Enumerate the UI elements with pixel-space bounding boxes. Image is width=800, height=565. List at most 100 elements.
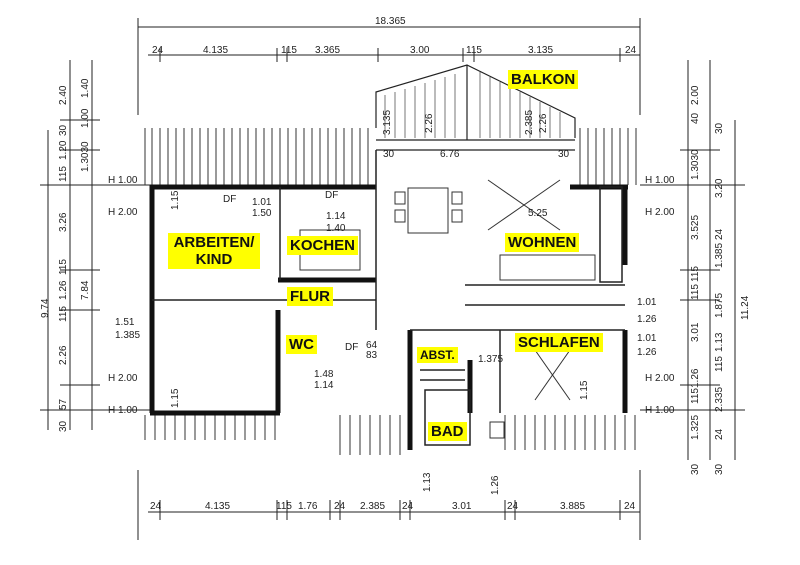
dim-right-5: 3.525 xyxy=(690,215,701,240)
room-label-arbeiten-kind: ARBEITEN/ KIND xyxy=(168,233,260,269)
inner-dim-24: 3.135 xyxy=(382,110,393,135)
dim-top-7: 24 xyxy=(625,45,637,56)
dim-left-7: 3.26 xyxy=(58,212,69,232)
dim-right-14: 1.26 xyxy=(690,368,701,388)
furniture xyxy=(299,179,596,439)
height-h100-right-bottom: H 1.00 xyxy=(645,405,675,416)
dim-right-19: 30 xyxy=(690,463,701,475)
dim-left-14: 30 xyxy=(58,420,69,432)
dim-right-outer: 11.24 xyxy=(740,295,751,320)
dim-right-11: 115 xyxy=(690,284,701,300)
dim-left-9: 1.26 xyxy=(58,280,69,300)
dim-right-20: 30 xyxy=(714,463,725,475)
dim-bottom-4: 24 xyxy=(334,501,346,512)
left-dimensions xyxy=(40,60,150,430)
inner-dim-3: 1.40 xyxy=(326,223,346,234)
roof-hatching-top xyxy=(144,128,637,185)
dim-bottom-7: 3.01 xyxy=(452,501,472,512)
height-h200-left-top: H 2.00 xyxy=(108,207,138,218)
dim-left-11: 2.26 xyxy=(58,345,69,365)
inner-dim-25: 2.26 xyxy=(424,113,435,133)
dim-total-width: 18.365 xyxy=(375,16,406,27)
dim-right-16: 115 xyxy=(690,388,701,404)
dim-right-6: 24 xyxy=(714,228,725,240)
roof-hatching-bottom xyxy=(144,415,636,455)
dim-left-outer: 9.74 xyxy=(40,298,51,318)
dim-bottom-0: 24 xyxy=(150,501,162,512)
dim-bottom-1: 4.135 xyxy=(205,501,230,512)
inner-dim-17: 1.01 xyxy=(637,297,657,308)
dim-right-15: 2.335 xyxy=(714,387,725,412)
inner-dim-23: 1.26 xyxy=(490,475,501,495)
walls xyxy=(149,184,628,450)
room-label-arbeiten-line1: ARBEITEN/ xyxy=(173,234,255,251)
inner-dim-10: 1.51 xyxy=(115,317,135,328)
dim-left-0: 2.40 xyxy=(58,85,69,105)
dim-right-0: 2.00 xyxy=(690,85,701,105)
balcony-hatching xyxy=(384,72,561,138)
dim-left-6: 115 xyxy=(58,166,69,182)
room-label-kochen: KOCHEN xyxy=(287,236,359,255)
dim-top-5: 115 xyxy=(466,45,482,56)
thin-walls xyxy=(152,150,625,446)
inner-dim-11: 1.385 xyxy=(115,330,140,341)
inner-dim-1: 1.50 xyxy=(252,208,272,219)
inner-dim-9: 1.15 xyxy=(170,388,181,408)
dim-right-18: 24 xyxy=(714,428,725,440)
dim-right-13: 115 xyxy=(714,356,725,372)
inner-dim-18: 1.26 xyxy=(637,314,657,325)
height-h100-left-top: H 1.00 xyxy=(108,175,138,186)
dim-top-2: 115 xyxy=(281,45,297,56)
dim-right-9: 1.875 xyxy=(714,293,725,318)
inner-dim-5: 6.76 xyxy=(440,149,460,160)
dim-left-5: 1.3030 xyxy=(80,141,91,172)
dim-right-4: 3.20 xyxy=(714,178,725,198)
inner-dim-13: 83 xyxy=(366,350,378,361)
inner-dim-14: 1.48 xyxy=(314,369,334,380)
dim-right-10: 3.01 xyxy=(690,322,701,342)
room-label-flur: FLUR xyxy=(287,287,333,306)
room-label-wohnen: WOHNEN xyxy=(505,233,580,252)
inner-dim-22: 1.13 xyxy=(422,472,433,492)
height-h200-right-top: H 2.00 xyxy=(645,207,675,218)
inner-dim-6: 30 xyxy=(558,149,570,160)
dim-right-12: 1.13 xyxy=(714,332,725,352)
inner-dim-20: 1.26 xyxy=(637,347,657,358)
dim-left-1: 1.40 xyxy=(80,78,91,98)
room-label-wc: WC xyxy=(286,335,317,354)
inner-dim-12: 64 xyxy=(366,340,378,351)
balcony-outline xyxy=(375,64,576,151)
inner-dim-8: 1.15 xyxy=(170,190,181,210)
inner-dim-26: 2.385 xyxy=(524,110,535,135)
inner-dim-27: 2.26 xyxy=(538,113,549,133)
dim-top-4: 3.00 xyxy=(410,45,430,56)
room-label-arbeiten-line2: KIND xyxy=(195,251,233,268)
room-label-schlafen: SCHLAFEN xyxy=(515,333,603,352)
inner-dim-15: 1.14 xyxy=(314,380,334,391)
room-label-balkon: BALKON xyxy=(508,70,579,89)
height-h100-left-bottom: H 1.00 xyxy=(108,405,138,416)
dim-right-1: 40 xyxy=(690,112,701,124)
dim-left-2: 1.00 xyxy=(80,108,91,128)
dim-right-3: 1.3030 xyxy=(690,149,701,180)
bottom-dimensions xyxy=(137,470,641,540)
inner-dim-0: 1.01 xyxy=(252,197,272,208)
dim-bottom-5: 2.385 xyxy=(360,501,385,512)
right-dimensions xyxy=(640,60,745,460)
dim-top-3: 3.365 xyxy=(315,45,340,56)
dim-left-10: 115 xyxy=(58,259,69,275)
inner-dim-21: 1.15 xyxy=(579,380,590,400)
dim-bottom-9: 3.885 xyxy=(560,501,585,512)
dim-bottom-6: 24 xyxy=(402,501,414,512)
dim-bottom-2: 115 xyxy=(276,501,292,512)
df-label-2: DF xyxy=(345,342,358,353)
room-label-abst: ABST. xyxy=(417,347,458,363)
inner-dim-16: 1.375 xyxy=(478,354,503,365)
dim-right-7: 1.385 xyxy=(714,243,725,268)
inner-dim-19: 1.01 xyxy=(637,333,657,344)
dim-top-1: 4.135 xyxy=(203,45,228,56)
dim-left-8: 7.84 xyxy=(80,280,91,300)
dim-right-2: 30 xyxy=(714,122,725,134)
dim-top-6: 3.135 xyxy=(528,45,553,56)
